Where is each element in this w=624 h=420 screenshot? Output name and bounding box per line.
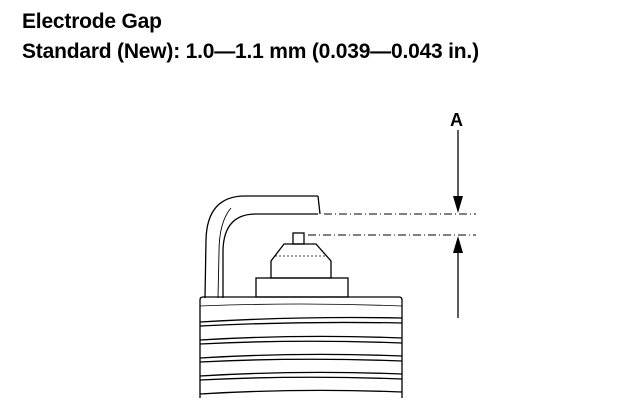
page-title: Electrode Gap (22, 10, 162, 33)
ground-electrode (204, 195, 321, 299)
gap-specification: Standard (New): 1.0—1.1 mm (0.039—0.043 … (22, 40, 479, 63)
threaded-shell (199, 296, 403, 398)
insulator-nose (270, 243, 332, 279)
center-electrode-tip (292, 232, 305, 245)
dimension-callout-a: A (450, 110, 463, 130)
gap-dimension-arrows (453, 130, 463, 318)
insulator-seat (255, 277, 349, 298)
